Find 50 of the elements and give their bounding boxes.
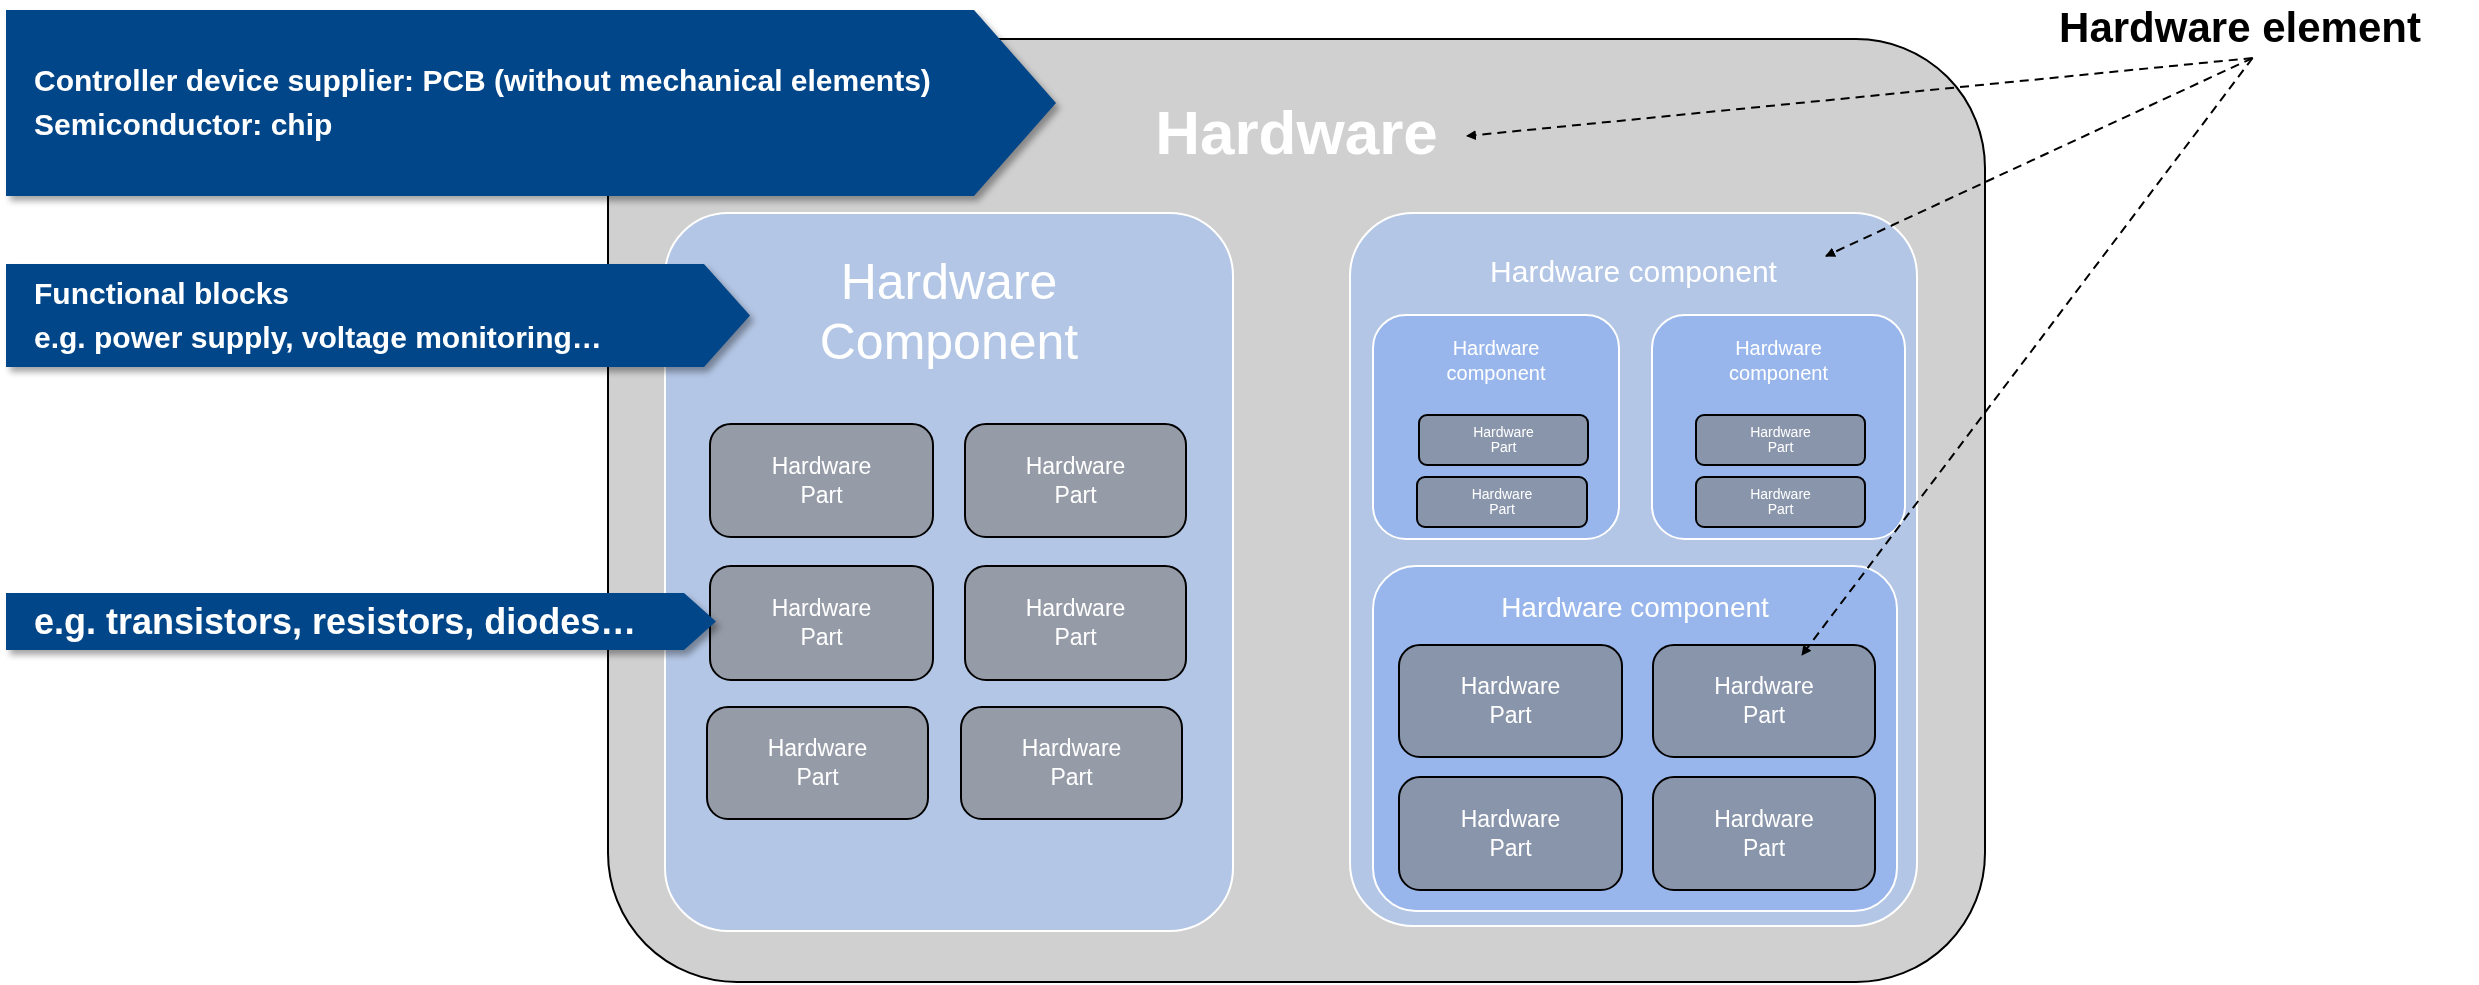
- callout-banner: [6, 593, 716, 650]
- part-box: [709, 565, 934, 681]
- part-box: [1652, 776, 1876, 891]
- node-label: Hardware Part: [1473, 424, 1534, 456]
- node-label: Hardware component: [1446, 336, 1546, 386]
- node-label: Hardware Part: [1714, 672, 1814, 730]
- component-panel: [664, 212, 1234, 932]
- node-label: Hardware Part: [1714, 804, 1814, 863]
- component-panel: [1372, 314, 1620, 540]
- node-label: Hardware Component: [819, 253, 1079, 372]
- dashed-arrow: [1825, 57, 2254, 257]
- node-label: Hardware component: [1501, 594, 1769, 622]
- banner-text: e.g. transistors, resistors, diodes…: [34, 603, 638, 640]
- part-box: [709, 423, 934, 538]
- part-box: [1652, 644, 1876, 758]
- callout-banner: [6, 10, 1056, 196]
- banner-text: e.g. power supply, voltage monitoring…: [34, 322, 603, 353]
- node-label: Hardware Part: [767, 734, 868, 792]
- banner-text: Functional blocks: [34, 278, 291, 309]
- node-label: Hardware Part: [1021, 734, 1122, 792]
- part-box: [1398, 644, 1623, 758]
- callout-banner: [6, 264, 750, 367]
- part-box: [1695, 476, 1866, 528]
- node-label: Hardware element: [2059, 7, 2421, 49]
- part-box: [964, 423, 1187, 538]
- dashed-arrow: [1466, 57, 2254, 141]
- part-box: [706, 706, 929, 820]
- node-label: Hardware Part: [1750, 424, 1811, 456]
- node-label: Hardware Part: [1750, 486, 1811, 518]
- node-label: Hardware component: [1729, 336, 1828, 386]
- node-label: Hardware Part: [1460, 804, 1561, 863]
- component-panel: [1349, 212, 1918, 927]
- part-box: [960, 706, 1183, 820]
- part-box: [1695, 414, 1866, 466]
- part-box: [1418, 414, 1589, 466]
- component-panel: [1651, 314, 1906, 540]
- dashed-arrow: [1801, 57, 2254, 656]
- part-box: [964, 565, 1187, 681]
- node-label: Hardware Part: [771, 451, 872, 510]
- node-label: Hardware component: [1490, 257, 1777, 287]
- component-panel: [1372, 565, 1898, 912]
- node-label: Hardware Part: [771, 594, 872, 652]
- part-box: [1416, 476, 1588, 528]
- node-label: Hardware Part: [1025, 451, 1126, 510]
- node-label: Hardware Part: [1471, 486, 1533, 518]
- node-label: Hardware Part: [1025, 594, 1126, 652]
- banner-text: Semiconductor: chip: [34, 110, 334, 140]
- part-box: [1398, 776, 1623, 891]
- node-label: Hardware Part: [1460, 672, 1561, 730]
- banner-text: Controller device supplier: PCB (without mechanical elements): [34, 66, 932, 96]
